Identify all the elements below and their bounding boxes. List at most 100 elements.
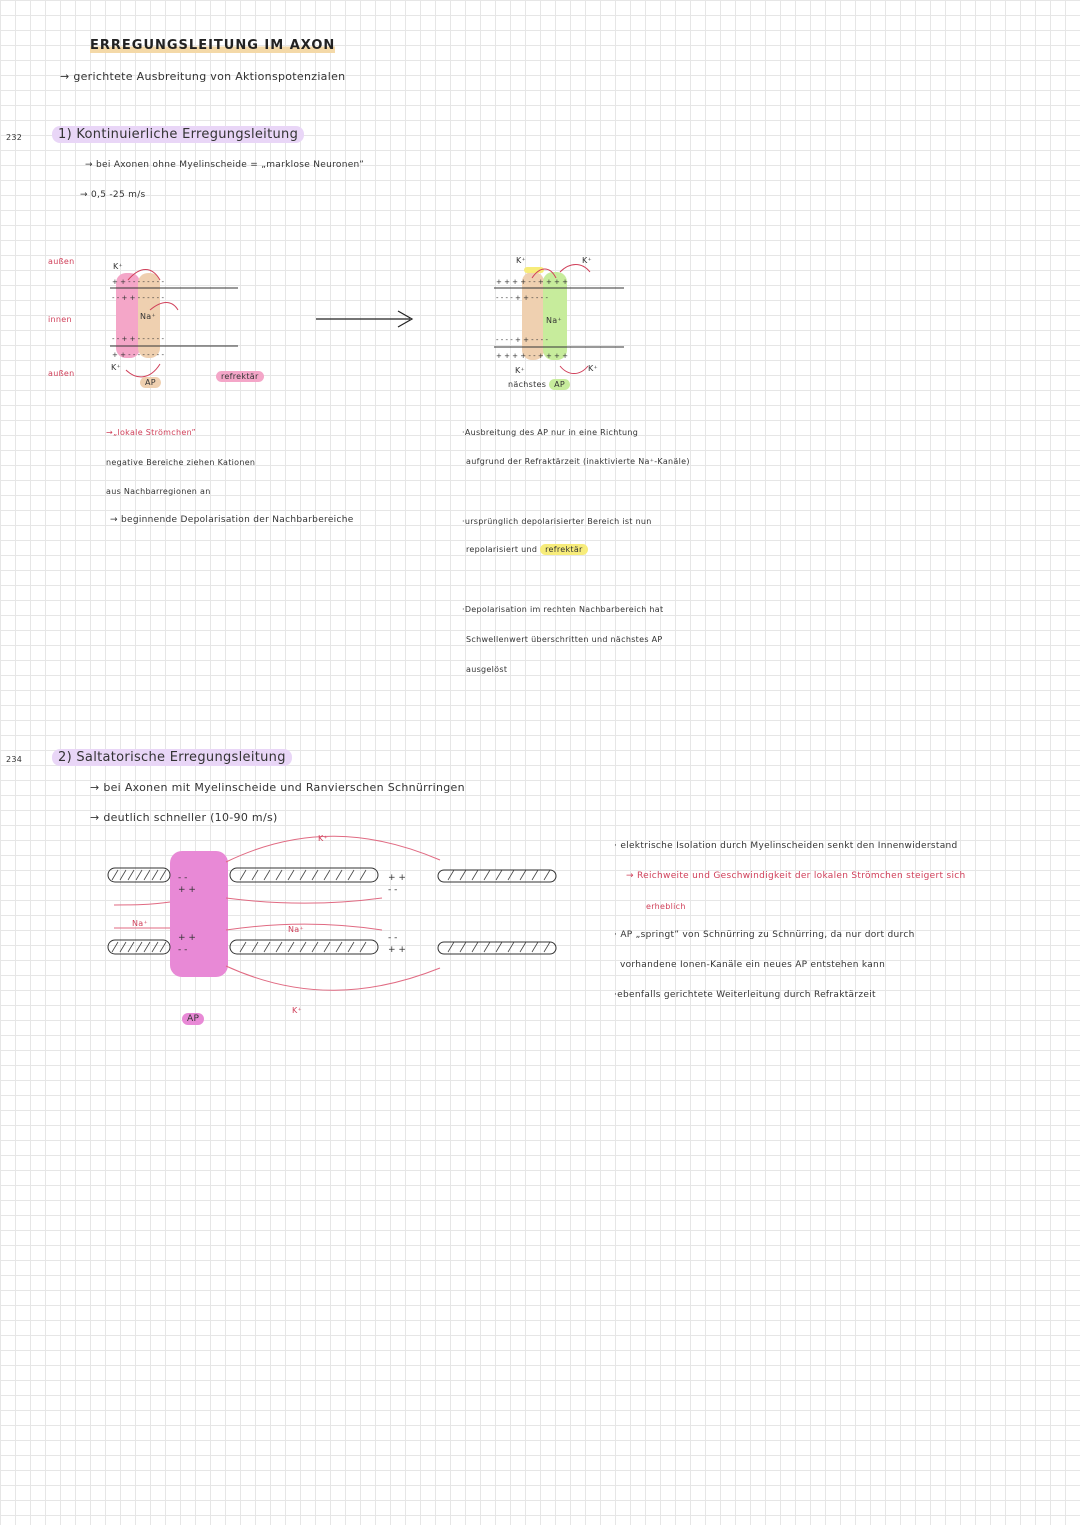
refractory-marker <box>524 267 544 273</box>
page-number: 232 <box>6 133 23 142</box>
continuous-diagram-right: + + + + - - + + + + - - - - + + - - - - … <box>494 264 624 374</box>
subtitle-text: gerichtete Ausbreitung von Aktionspotenz… <box>73 70 346 83</box>
next-ap-label: nächstes AP <box>508 379 570 390</box>
section2-heading: 2) Saltatorische Erregungsleitung <box>52 749 292 766</box>
note-line: Schwellenwert überschritten und nächstes… <box>466 635 663 644</box>
saltatory-diagram: - - + + + + - - + + - - - - + + <box>107 835 557 991</box>
section1-heading: 1) Kontinuierliche Erregungsleitung <box>52 126 305 143</box>
myelin-hatching <box>239 941 367 953</box>
k-ion-label: K⁺ <box>113 262 124 271</box>
note-line: vorhandene Ionen-Kanäle ein neues AP ent… <box>620 960 886 970</box>
note-line: negative Bereiche ziehen Kationen <box>106 458 256 467</box>
myelin-sheath <box>437 869 557 883</box>
note-line: ·ebenfalls gerichtete Weiterleitung durc… <box>614 990 876 1000</box>
refractory-highlight: refrektär <box>540 544 588 555</box>
current-arrow <box>149 302 179 311</box>
svg-text:+ +: + + <box>388 873 406 883</box>
na-ion-label: Na⁺ <box>288 925 305 934</box>
arrow-right-icon: → <box>90 811 104 824</box>
k-ion-label: K⁺ <box>292 1006 303 1015</box>
note-text: beginnende Depolarisation der Nachbarber… <box>121 515 354 525</box>
svg-text:+ +: + + <box>178 933 196 943</box>
page-title: ERREGUNGSLEITUNG IM AXON <box>90 38 336 53</box>
section1-line1: → bei Axonen ohne Myelinscheide = „markl… <box>85 160 364 170</box>
note-line: erheblich <box>646 902 686 911</box>
label-outside-bottom: außen <box>48 369 75 378</box>
section1-line2-text: 0,5 -25 m/s <box>91 190 146 200</box>
k-ion-label: K⁺ <box>515 366 526 375</box>
refractory-label: refrektär <box>216 371 264 382</box>
ap-node-band <box>170 851 228 977</box>
na-ion-label: Na⁺ <box>132 919 149 928</box>
label-outside-top: außen <box>48 257 75 266</box>
note-text: Ausbreitung des AP nur in eine Richtung <box>464 428 639 437</box>
note-line: ·Ausbreitung des AP nur in eine Richtung <box>462 428 639 437</box>
svg-text:- -: - - <box>388 885 397 895</box>
section2-heading-text: 2) Saltatorische Erregungsleitung <box>52 749 292 766</box>
k-ion-label: K⁺ <box>588 364 599 373</box>
k-ion-label: K⁺ <box>516 256 527 265</box>
note-line: repolarisiert und refrektär <box>466 544 588 555</box>
section2-line1: → bei Axonen mit Myelinscheide und Ranvi… <box>90 781 465 794</box>
note-text: „lokale Strömchen” <box>113 428 196 437</box>
section1-line1-text: bei Axonen ohne Myelinscheide = „marklos… <box>96 160 365 170</box>
subtitle: → gerichtete Ausbreitung von Aktionspote… <box>60 70 345 83</box>
arrow-right-icon: → <box>60 70 74 83</box>
refractory-band <box>138 273 160 358</box>
title-text: ERREGUNGSLEITUNG IM AXON <box>90 38 336 53</box>
svg-text:- -: - - <box>178 945 187 955</box>
current-arrow <box>559 365 589 374</box>
current-arrow <box>225 835 441 863</box>
note-line: · elektrische Isolation durch Myelinsche… <box>614 841 958 851</box>
current-arrow <box>125 363 161 378</box>
ap-label-text: AP <box>140 377 161 388</box>
svg-text:- - - - + + - - - -: - - - - + + - - - - <box>496 336 548 344</box>
page-number: 234 <box>6 755 23 764</box>
note-local-currents: →„lokale Strömchen” <box>106 428 196 437</box>
note-text: ursprünglich depolarisierter Bereich ist… <box>464 517 652 526</box>
myelin-hatching <box>111 869 167 881</box>
note-line: · AP „springt” von Schnürring zu Schnürr… <box>614 930 915 940</box>
k-ion-label: K⁺ <box>582 256 593 265</box>
myelin-sheath <box>107 939 171 955</box>
myelin-hatching <box>447 941 551 953</box>
ap-label: AP <box>140 377 161 388</box>
current-arrow <box>127 269 161 281</box>
myelin-hatching <box>239 869 367 881</box>
arrow-right-icon: → <box>90 781 104 794</box>
section2-line2-text: deutlich schneller (10-90 m/s) <box>103 811 278 824</box>
svg-text:- - + + - - - - - -: - - + + - - - - - - <box>112 294 164 302</box>
svg-text:+ + + + - - + + + +: + + + + - - + + + + <box>496 352 568 360</box>
myelin-hatching <box>447 869 551 881</box>
arrow-right-icon: → <box>85 160 97 170</box>
k-ion-label: K⁺ <box>111 363 122 372</box>
svg-text:+ + - - - - - - - -: + + - - - - - - - - <box>112 278 164 286</box>
ap-label-text: AP <box>182 1013 205 1025</box>
note-line: aus Nachbarregionen an <box>106 487 211 496</box>
k-ion-label: K⁺ <box>318 834 329 843</box>
next-label-text: nächstes <box>508 380 547 389</box>
myelin-sheath <box>107 867 171 883</box>
svg-text:+ +: + + <box>178 885 196 895</box>
section2-line2: → deutlich schneller (10-90 m/s) <box>90 811 278 824</box>
myelin-sheath <box>437 941 557 955</box>
current-arrow <box>531 268 557 279</box>
note-text: Reichweite und Geschwindigkeit der lokal… <box>637 871 966 881</box>
myelin-sheath <box>229 939 379 955</box>
note-text: elektrische Isolation durch Myelinscheid… <box>620 841 958 851</box>
continuous-diagram-left: + + - - - - - - - - - - + + - - - - - - … <box>110 269 238 378</box>
note-text: Depolarisation im rechten Nachbarbereich… <box>464 605 664 614</box>
arrow-right-icon: → <box>80 190 92 200</box>
svg-text:- - - - + + - - - -: - - - - + + - - - - <box>496 294 548 302</box>
section1-line2: → 0,5 -25 m/s <box>80 190 146 200</box>
ap-label: AP <box>182 1013 205 1025</box>
note-text: ebenfalls gerichtete Weiterleitung durch… <box>617 990 876 1000</box>
svg-text:+ +: + + <box>388 945 406 955</box>
refractory-band <box>522 272 544 360</box>
label-inside: innen <box>48 315 72 324</box>
current-arrow <box>225 897 383 904</box>
myelin-hatching <box>111 941 167 953</box>
current-arrow <box>225 965 441 991</box>
next-ap-band <box>543 272 567 360</box>
